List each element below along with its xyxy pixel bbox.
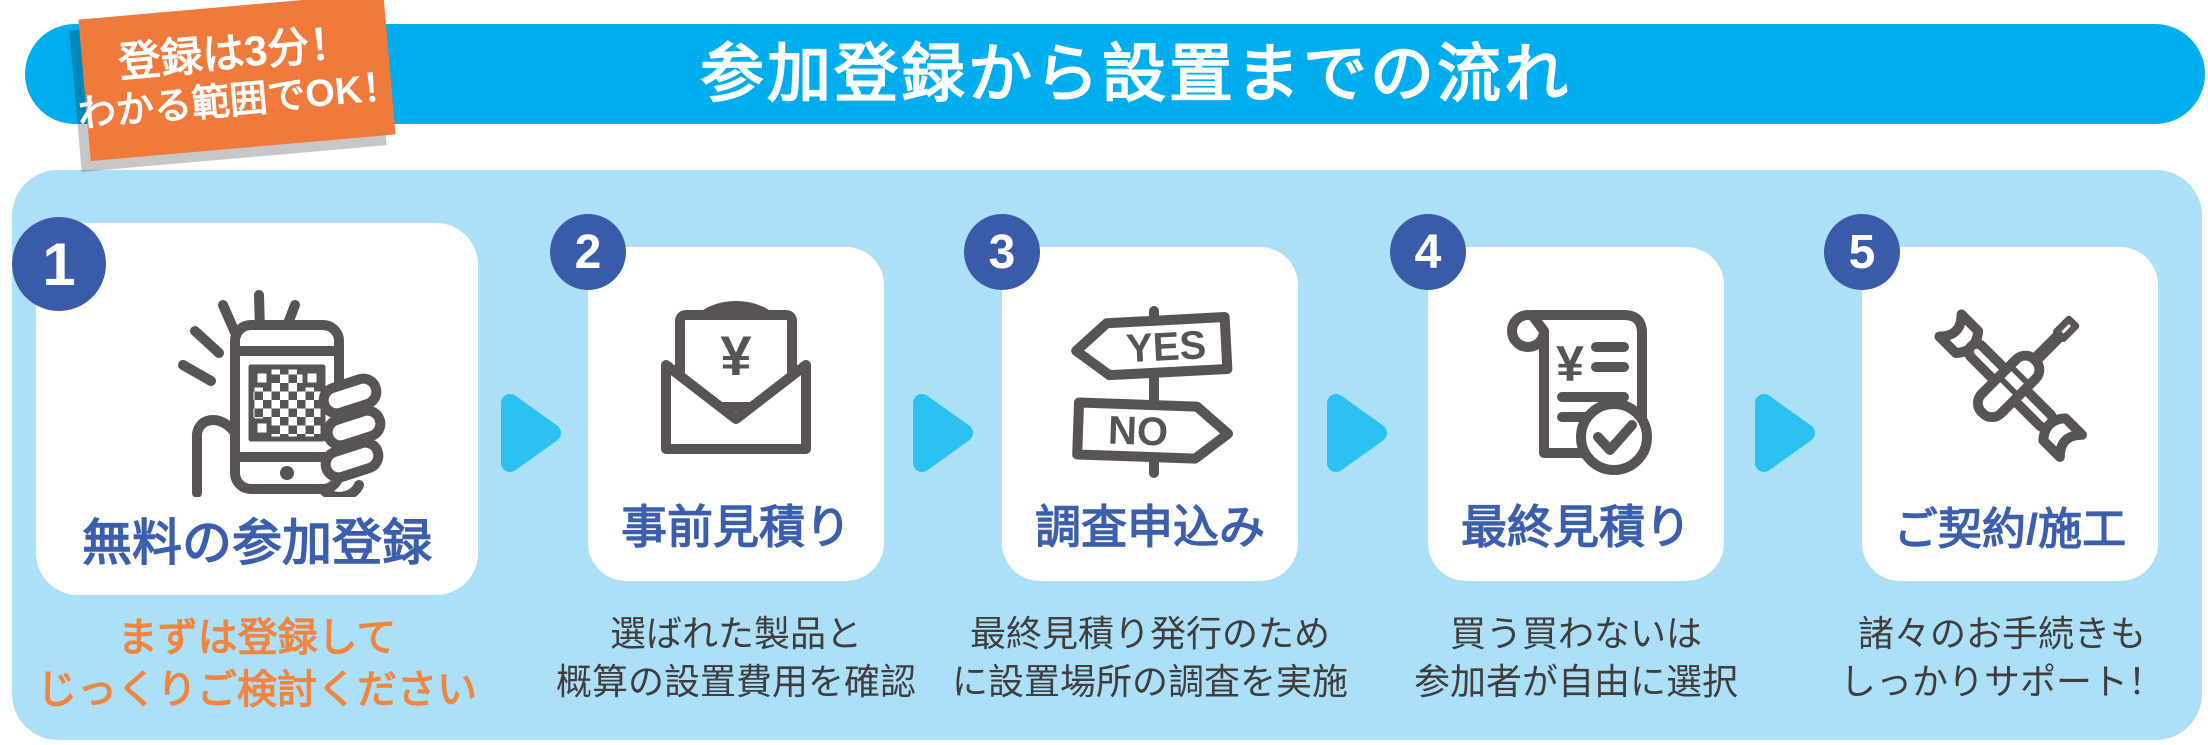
step-3-card: YES NO 調査申込み xyxy=(1002,247,1298,581)
step-5-desc-line-1: 諸々のお手続きも xyxy=(1857,613,2146,654)
step-1-title: 無料の参加登録 xyxy=(82,515,432,571)
step-5-description: 諸々のお手続きも しっかりサポート！ xyxy=(1802,610,2202,706)
arrow-right-icon xyxy=(913,394,973,472)
step-4-card: ¥ 最終見積り xyxy=(1428,247,1724,581)
yen-symbol: ¥ xyxy=(720,324,751,387)
step-2-card: ¥ 事前見積り xyxy=(588,247,884,581)
step-5-number: 5 xyxy=(1848,225,1876,279)
step-1-number-badge: 1 xyxy=(12,217,106,311)
signpost-yes-label: YES xyxy=(1125,323,1207,371)
step-4-desc-line-2: 参加者が自由に選択 xyxy=(1413,661,1738,703)
page-title: 参加登録から設置までの流れ xyxy=(700,38,1571,110)
step-4-desc-line-1: 買う買わないは xyxy=(1449,613,1702,654)
step-3-number-badge: 3 xyxy=(964,214,1040,290)
step-2-desc-line-2: 概算の設置費用を確認 xyxy=(555,661,916,703)
registration-ribbon: 登録は3分！ わかる範囲でOK！ xyxy=(76,0,402,162)
step-1-desc-line-2: じっくりご検討ください xyxy=(37,668,477,712)
tools-icon xyxy=(1934,309,2087,462)
step-4-number-badge: 4 xyxy=(1390,214,1466,290)
envelope-yen-icon: ¥ xyxy=(661,301,811,454)
yen-symbol: ¥ xyxy=(1556,336,1584,392)
step-3-description: 最終見積り発行のため に設置場所の調査を実施 xyxy=(940,610,1360,706)
step-2-desc-line-1: 選ばれた製品と xyxy=(609,613,862,654)
step-3-desc-line-2: に設置場所の調査を実施 xyxy=(951,661,1348,703)
arrow-right-icon xyxy=(1327,394,1387,472)
step-3-title: 調査申込み xyxy=(1035,501,1265,553)
step-1-card: 無料の参加登録 xyxy=(36,223,478,595)
step-4-number: 4 xyxy=(1414,225,1442,279)
arrow-right-icon xyxy=(501,394,561,472)
signpost-no-label: NO xyxy=(1107,409,1168,455)
smartphone-qr-icon xyxy=(178,290,386,497)
step-3-number: 3 xyxy=(988,225,1016,279)
step-2-number: 2 xyxy=(574,225,602,279)
step-1-desc-line-1: まずは登録して xyxy=(117,616,397,660)
step-5-number-badge: 5 xyxy=(1824,214,1900,290)
yes-no-signpost-icon: YES NO xyxy=(1071,306,1234,478)
step-2-description: 選ばれた製品と 概算の設置費用を確認 xyxy=(526,610,946,706)
step-5-title: ご契約/施工 xyxy=(1893,505,2127,554)
step-4-title: 最終見積り xyxy=(1461,501,1691,553)
step-5-desc-line-2: しっかりサポート！ xyxy=(1839,661,2164,703)
step-1-number: 1 xyxy=(42,230,76,298)
step-4-description: 買う買わないは 参加者が自由に選択 xyxy=(1366,610,1786,706)
step-3-desc-line-1: 最終見積り発行のため xyxy=(969,613,1330,654)
step-5-card: ご契約/施工 xyxy=(1862,247,2158,581)
step-2-title: 事前見積り xyxy=(621,501,851,553)
arrow-right-icon xyxy=(1755,394,1815,472)
estimate-check-icon: ¥ xyxy=(1507,310,1652,475)
step-1-description: まずは登録して じっくりご検討ください xyxy=(16,612,498,716)
step-2-number-badge: 2 xyxy=(550,214,626,290)
